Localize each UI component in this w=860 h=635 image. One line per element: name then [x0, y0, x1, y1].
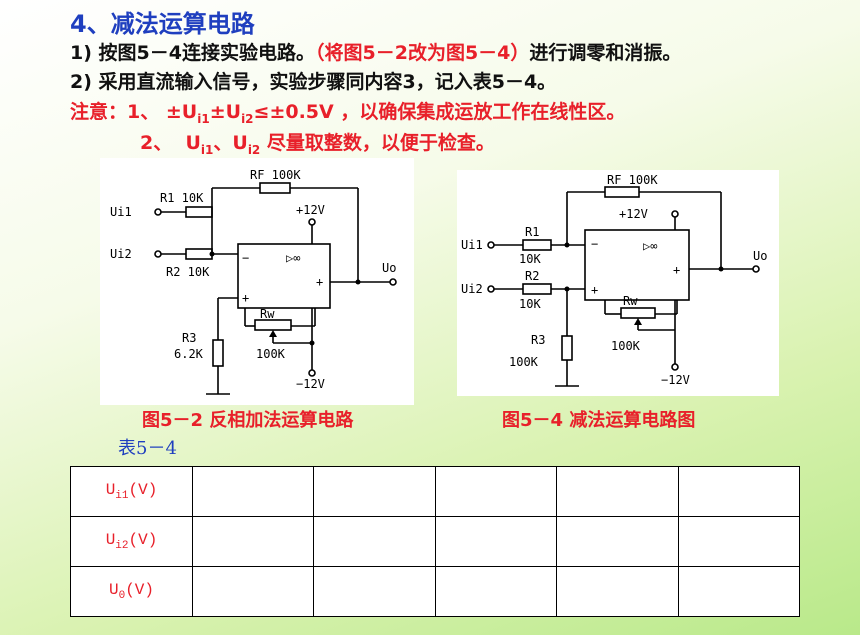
- junction-dot: [209, 251, 215, 257]
- step-1-mid: 连接实验电路。: [181, 42, 315, 64]
- note-2-number: 2、: [140, 132, 173, 154]
- note-2-sub-1: i1: [200, 142, 214, 157]
- note-1-number: 1、: [127, 101, 160, 123]
- table-cell[interactable]: [191, 466, 315, 517]
- label-vpos: +12V: [619, 207, 648, 221]
- table-cell[interactable]: [434, 566, 558, 617]
- note-1-term-a: ±U: [165, 101, 198, 123]
- label-r1-value: 10K: [519, 252, 541, 266]
- label-ui2: Ui2: [461, 282, 483, 296]
- circuit-diagram-2: RF 100K R1 10K Ui1 R2 10K Ui2 +12V ▷∞ − …: [461, 173, 767, 387]
- label-rw: Rw: [260, 307, 275, 321]
- note-1: 注意：1、 ±Ui1±Ui2≤±0.5V ，以确保集成运放工作在线性区。: [70, 97, 625, 126]
- potentiometer-arrow: [269, 330, 277, 337]
- figure-5-4-caption: 图5－4 减法运算电路图: [502, 410, 696, 431]
- step-1-paren: （将图5－2改为图5－4）: [315, 42, 530, 64]
- figure-5-2-caption: 图5－2 反相加法运算电路: [142, 410, 354, 431]
- table-cell[interactable]: [556, 516, 679, 567]
- table-row: U0(V): [70, 566, 801, 617]
- label-r1: R1 10K: [160, 191, 204, 205]
- label-r2: R2 10K: [166, 265, 210, 279]
- table-cell[interactable]: [677, 566, 801, 617]
- label-rw: Rw: [623, 294, 638, 308]
- junction-dot: [355, 279, 361, 285]
- label-ui1: Ui1: [110, 205, 132, 219]
- label-r1: R1: [525, 225, 539, 239]
- junction-dot: [564, 286, 570, 292]
- table-cell[interactable]: [434, 516, 558, 567]
- table-cell[interactable]: [313, 566, 436, 617]
- label-rw-value: 100K: [611, 339, 641, 353]
- label-r2: R2: [525, 269, 539, 283]
- table-row: Ui1(V): [70, 466, 801, 517]
- note-1-text: ≤±0.5V ，以确保集成运放工作在线性区。: [253, 101, 626, 123]
- label-minus: −: [591, 237, 598, 251]
- step-1-prefix: 1) 按图: [70, 42, 137, 64]
- label-plus: +: [242, 291, 249, 305]
- table-label: 表5－4: [118, 438, 177, 459]
- note-1-sub-b: i2: [241, 111, 254, 126]
- label-ui2: Ui2: [110, 247, 132, 261]
- label-rw-value: 100K: [256, 347, 286, 361]
- table-cell[interactable]: [313, 516, 436, 567]
- label-amp: ▷∞: [643, 239, 657, 253]
- note-2-sub-2: i2: [247, 142, 261, 157]
- table-cell[interactable]: [191, 516, 315, 567]
- note-1-term-b: ±U: [209, 101, 242, 123]
- note-label: 注意：: [70, 101, 128, 123]
- junction-dot: [564, 242, 570, 248]
- note-2-u1: U: [185, 132, 201, 154]
- label-r3: R3: [531, 333, 545, 347]
- step-1-figure: 5－4: [136, 42, 182, 64]
- table-cell[interactable]: [677, 516, 801, 567]
- row-label-uo: U0(V): [70, 566, 193, 617]
- label-uo: Uo: [382, 261, 396, 275]
- junction-dot: [309, 340, 315, 346]
- label-ui1: Ui1: [461, 238, 483, 252]
- row-label-ui2: Ui2(V): [70, 516, 193, 567]
- label-rf: RF 100K: [607, 173, 658, 187]
- label-r3-value: 6.2K: [174, 347, 204, 361]
- step-2: 2) 采用直流输入信号，实验步骤同内容3，记入表5－4。: [70, 71, 557, 93]
- table-cell[interactable]: [434, 466, 558, 517]
- figure-5-4-circuit: RF 100K R1 10K Ui1 R2 10K Ui2 +12V ▷∞ − …: [457, 170, 779, 396]
- note-2-sep: 、U: [213, 132, 248, 154]
- note-1-sub-a: i1: [197, 111, 210, 126]
- circuit-diagram-1: RF 100K R1 10K Ui1 Ui2 R2 10K +12V ▷∞ − …: [110, 168, 397, 395]
- figure-5-2-circuit: RF 100K R1 10K Ui1 Ui2 R2 10K +12V ▷∞ − …: [100, 158, 414, 405]
- note-2-text: 尽量取整数，以便于检查。: [260, 132, 495, 154]
- table-cell[interactable]: [677, 466, 801, 517]
- label-out-plus: +: [673, 263, 680, 277]
- data-table-5-4: Ui1(V) Ui2(V) U0(V): [70, 466, 801, 617]
- label-minus: −: [242, 251, 249, 265]
- label-vpos: +12V: [296, 203, 325, 217]
- label-r2-value: 10K: [519, 297, 541, 311]
- label-out-plus: +: [316, 275, 323, 289]
- table-cell[interactable]: [556, 566, 679, 617]
- label-r3: R3: [182, 331, 196, 345]
- step-1-suffix: 进行调零和消振。: [529, 42, 682, 64]
- table-cell[interactable]: [313, 466, 436, 517]
- potentiometer-arrow: [634, 318, 642, 325]
- label-uo: Uo: [753, 249, 767, 263]
- label-r3-value: 100K: [509, 355, 539, 369]
- table-cell[interactable]: [191, 566, 315, 617]
- label-rf: RF 100K: [250, 168, 301, 182]
- section-title: 4、减法运算电路: [70, 10, 255, 38]
- label-vneg: −12V: [296, 377, 325, 391]
- label-plus: +: [591, 283, 598, 297]
- label-vneg: −12V: [661, 373, 690, 387]
- junction-dot: [718, 266, 724, 272]
- table-row: Ui2(V): [70, 516, 801, 567]
- row-label-ui1: Ui1(V): [70, 466, 193, 517]
- step-1: 1) 按图5－4连接实验电路。（将图5－2改为图5－4）进行调零和消振。: [70, 38, 681, 65]
- note-2: 2、 Ui1、Ui2 尽量取整数，以便于检查。: [140, 128, 495, 157]
- table-cell[interactable]: [556, 466, 679, 517]
- label-amp: ▷∞: [286, 251, 300, 265]
